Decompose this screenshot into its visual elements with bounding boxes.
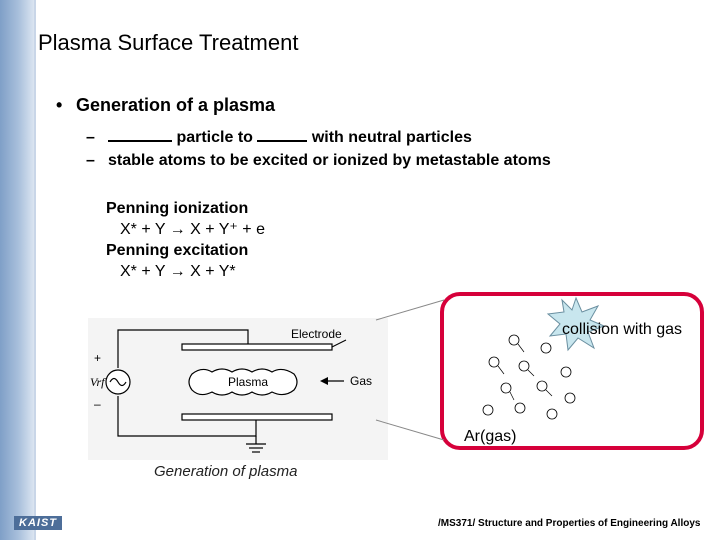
- particles: [482, 334, 576, 420]
- sub-bullet-2: –stable atoms to be excited or ionized b…: [86, 152, 551, 170]
- vrf-label: Vrf: [90, 375, 106, 389]
- bullet-icon: •: [56, 95, 63, 115]
- bullet-text: Generation of a plasma: [76, 95, 276, 115]
- electron-particle: [482, 404, 494, 416]
- penning-excitation-label: Penning excitation: [106, 242, 249, 259]
- ion-particle: [500, 382, 512, 394]
- connector-top: [375, 299, 445, 321]
- ion-particle: [564, 392, 576, 404]
- bottom-electrode: [181, 413, 333, 421]
- plasma-diagram: Vrf + – Plasma Electrode Gas: [88, 318, 388, 460]
- figure-caption: Generation of plasma: [154, 463, 298, 480]
- blank-line-2: [257, 126, 308, 142]
- ar-gas-label: Ar(gas): [464, 428, 517, 445]
- sub1-text-a: particle to: [176, 129, 253, 146]
- electron-particle: [514, 402, 526, 414]
- top-wire: [117, 329, 249, 368]
- motion-arrow: [509, 391, 515, 401]
- plus-sign: +: [94, 351, 101, 365]
- plasma-blob: [188, 368, 298, 396]
- kaist-logo: KAIST: [14, 516, 62, 530]
- motion-arrow: [517, 343, 525, 353]
- sub2-text: stable atoms to be excited or ionized by…: [108, 152, 551, 169]
- gas-label: Gas: [350, 374, 372, 388]
- ion-particle: [540, 342, 552, 354]
- electron-particle: [560, 366, 572, 378]
- ion-particle: [546, 408, 558, 420]
- sidebar-gradient: [0, 0, 34, 540]
- electrode-pointer: [331, 339, 347, 348]
- dash-icon: –: [86, 129, 95, 146]
- connector-bottom: [375, 419, 445, 441]
- slide-title: Plasma Surface Treatment: [38, 30, 299, 55]
- burst-shape: [546, 296, 606, 352]
- ion-particle: [508, 334, 520, 346]
- collision-label: collision with gas: [562, 321, 683, 338]
- penning-ionization-equation: X* + Y → X + Y⁺ + e: [120, 221, 265, 238]
- electrode-label: Electrode: [291, 327, 342, 341]
- electron-particle: [488, 356, 500, 368]
- sidebar-divider: [34, 0, 36, 540]
- bottom-wire: [117, 396, 257, 437]
- penning-excitation-equation: X* + Y → X + Y*: [120, 263, 236, 280]
- ion-particle: [518, 360, 530, 372]
- sub-bullet-1: – particle to with neutral particles: [86, 126, 472, 147]
- motion-arrow: [497, 365, 505, 375]
- course-footer: /MS371/ Structure and Properties of Engi…: [438, 518, 701, 529]
- sine-wave-icon: [109, 377, 127, 387]
- electron-particle: [536, 380, 548, 392]
- collision-burst-icon: [546, 296, 606, 352]
- blank-line-1: [108, 126, 172, 142]
- bullet-generation: • Generation of a plasma: [56, 95, 275, 116]
- zoom-callout: [440, 292, 704, 450]
- equation-block: Penning ionization X* + Y → X + Y⁺ + e P…: [106, 198, 265, 282]
- motion-arrow: [527, 369, 535, 377]
- dash-icon: –: [86, 152, 95, 169]
- sub1-text-b: with neutral particles: [311, 129, 472, 146]
- arrow-head-icon: [320, 377, 328, 385]
- particle-cloud: [482, 334, 576, 420]
- minus-sign: –: [94, 397, 101, 411]
- plasma-label: Plasma: [228, 375, 268, 389]
- motion-arrow: [545, 389, 553, 397]
- penning-ionization-label: Penning ionization: [106, 200, 249, 217]
